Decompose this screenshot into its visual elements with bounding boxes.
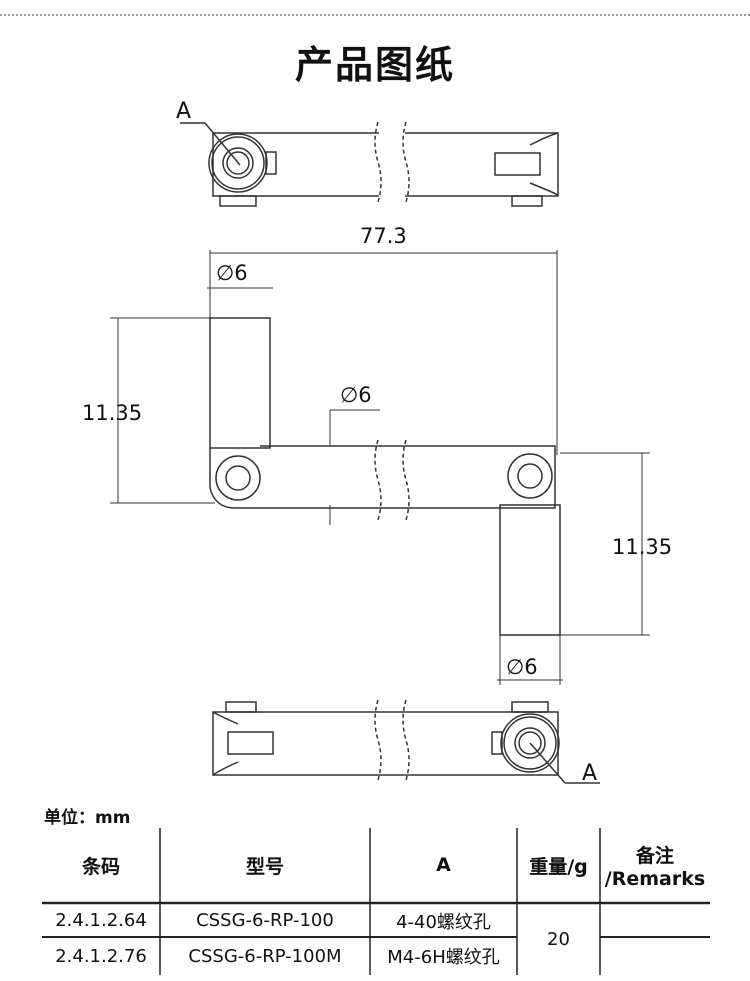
unit-label: 单位：mm <box>44 808 131 828</box>
dotted-divider <box>0 14 750 16</box>
row2-model: CSSG-6-RP-100M <box>188 945 342 967</box>
dim-height-2: 11.35 <box>612 535 672 559</box>
header-model: 型号 <box>245 855 284 878</box>
label-a-bottom: A <box>582 761 597 786</box>
header-a: A <box>436 854 451 876</box>
row1-code: 2.4.1.2.64 <box>55 910 147 931</box>
weight-value: 20 <box>547 928 570 950</box>
header-code: 条码 <box>81 855 120 878</box>
dim-height-1: 11.35 <box>82 401 142 425</box>
top-view <box>180 122 559 207</box>
dim-length: 77.3 <box>360 224 407 248</box>
header-weight: 重量/g <box>529 855 588 878</box>
front-view <box>110 250 650 685</box>
row1-a: 4-40螺纹孔 <box>396 911 491 933</box>
row1-model: CSSG-6-RP-100 <box>196 910 334 931</box>
label-a-top: A <box>176 99 191 124</box>
header-remarks: 备注 /Remarks <box>600 830 710 900</box>
dim-dia-3: ∅6 <box>506 655 538 679</box>
row2-a: M4-6H螺纹孔 <box>387 947 500 968</box>
bottom-view <box>212 701 600 784</box>
header-remarks-cn: 备注 <box>635 844 674 867</box>
page-title: 产品图纸 <box>294 43 455 87</box>
table-grid <box>42 828 710 975</box>
header-remarks-en: /Remarks <box>604 867 706 890</box>
row2-code: 2.4.1.2.76 <box>55 945 147 967</box>
dim-dia-2: ∅6 <box>340 383 372 407</box>
dim-dia-1: ∅6 <box>216 261 248 285</box>
